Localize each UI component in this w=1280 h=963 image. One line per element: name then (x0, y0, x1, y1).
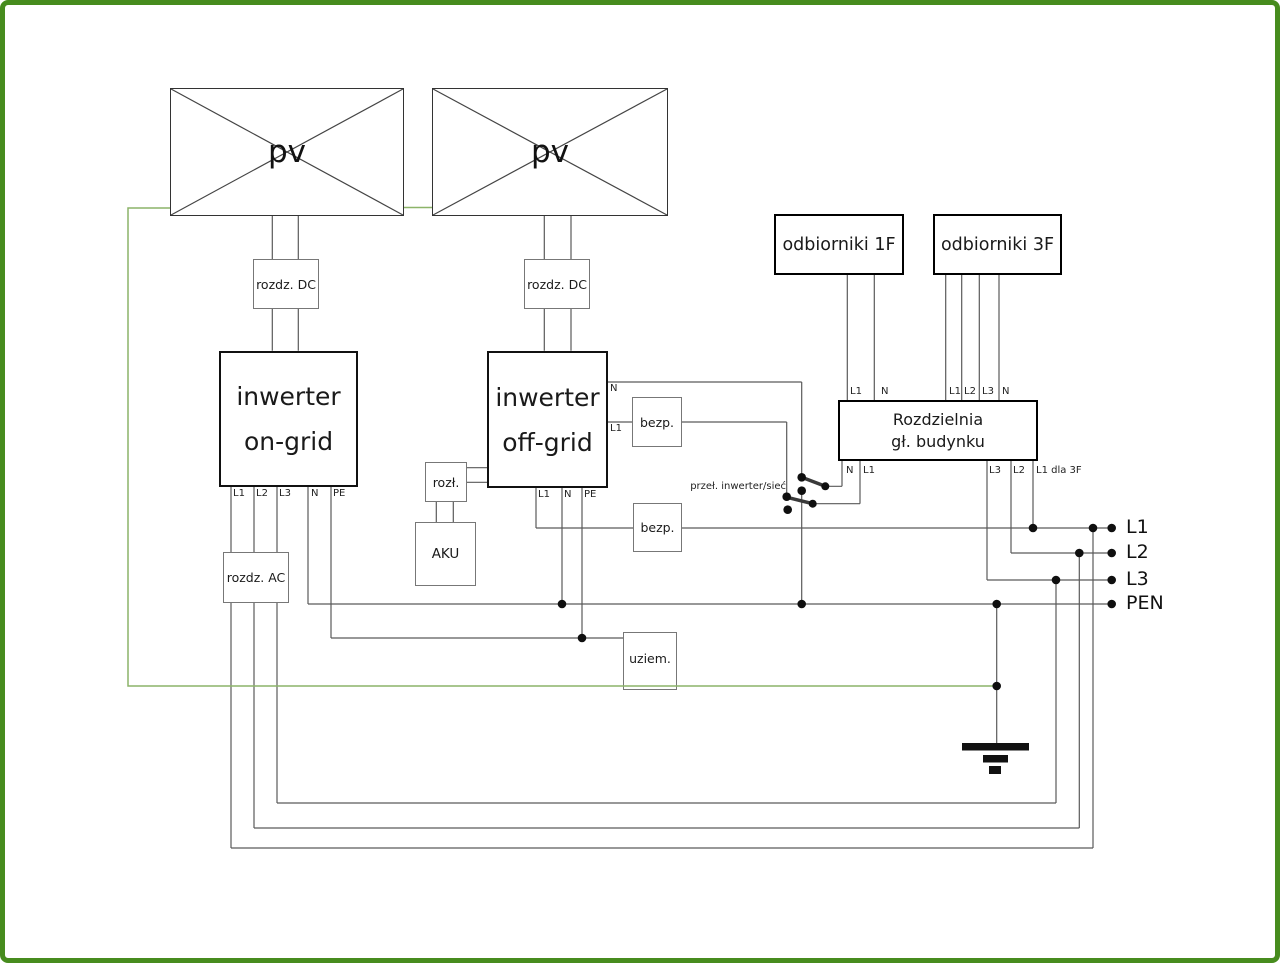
ongrid-ac-wires (230, 487, 332, 848)
aku-battery-box: AKU (415, 522, 476, 586)
pv-panel-1: pv (170, 88, 404, 216)
rozl-label: rozł. (432, 474, 460, 490)
pv-panel-2: pv (432, 88, 668, 216)
rozdzielnia-terminal-n: N (846, 465, 854, 476)
offgrid-right-terminal-l1: L1 (610, 423, 622, 434)
odb3f-terminal-l2: L2 (964, 386, 976, 397)
inverter-offgrid-label-2: off-grid (502, 427, 593, 457)
odbiorniki-1f-label: odbiorniki 1F (782, 234, 896, 255)
odbiorniki-1f-box: odbiorniki 1F (774, 214, 904, 275)
loop-wires (231, 528, 1094, 849)
rozdz-ac-label: rozdz. AC (226, 570, 286, 585)
ground-wire-junction-dot (992, 681, 1001, 691)
rozdzielnia-label-2: gł. budynku (891, 431, 985, 451)
inverter-ongrid-label-2: on-grid (243, 427, 334, 456)
rozdzielnia-terminal-l1-3f: L1 dla 3F (1036, 465, 1082, 476)
rozdzielnia-terminal-l2: L2 (1013, 465, 1025, 476)
odb1f-terminal-n: N (881, 386, 889, 397)
rozl-box: rozł. (425, 462, 467, 502)
rozdzielnia-terminal-l1: L1 (863, 465, 875, 476)
ongrid-terminal-l2: L2 (256, 488, 268, 499)
rail-label-l3: L3 (1126, 568, 1149, 590)
ongrid-terminal-l1: L1 (233, 488, 245, 499)
offgrid-terminal-l1: L1 (538, 489, 550, 500)
odbiorniki-3f-box: odbiorniki 3F (933, 214, 1062, 275)
uziem-label: uziem. (629, 651, 671, 666)
inverter-offgrid-label-1: inwerter (495, 382, 600, 412)
pv-panel-1-label: pv (267, 134, 307, 170)
rozdz-dc-2-label: rozdz. DC (527, 276, 587, 292)
bezp-2-box: bezp. (633, 503, 682, 552)
inverter-offgrid-box: inwerter off-grid (487, 351, 608, 488)
junction-dots (557, 473, 1116, 643)
odb1f-terminal-l1: L1 (850, 386, 862, 397)
rozdz-dc-1-label: rozdz. DC (256, 276, 316, 292)
rozdz-dc-2-box: rozdz. DC (524, 259, 590, 309)
rozdz-dc-1-box: rozdz. DC (253, 259, 319, 309)
wiring-layer (230, 215, 1116, 849)
inverter-ongrid-label-1: inwerter (236, 382, 341, 411)
uziem-box: uziem. (623, 632, 677, 690)
rozdzielnia-wires (846, 275, 1112, 581)
rozdzielnia-box: Rozdzielnia gł. budynku (838, 400, 1038, 461)
odb3f-terminal-l1: L1 (949, 386, 961, 397)
odb3f-terminal-n: N (1002, 386, 1010, 397)
pv-cross-icon (171, 89, 403, 215)
rail-label-l1: L1 (1126, 516, 1149, 538)
pv-panel-2-label: pv (530, 134, 570, 170)
rozdzielnia-label-1: Rozdzielnia (892, 409, 984, 429)
inverter-ongrid-box: inwerter on-grid (219, 351, 358, 487)
odbiorniki-3f-label: odbiorniki 3F (940, 234, 1055, 255)
pv-cross-icon (433, 89, 667, 215)
transfer-switch-label: przeł. inwerter/sieć (690, 481, 786, 492)
earthing-wire (331, 604, 998, 743)
ground-symbol (962, 743, 1029, 774)
odb3f-terminal-l3: L3 (982, 386, 994, 397)
pv-ground-wire (127, 206, 997, 687)
bezp-2-label: bezp. (640, 520, 675, 535)
aku-label: AKU (431, 546, 460, 562)
offgrid-terminal-n: N (564, 489, 572, 500)
ongrid-terminal-l3: L3 (279, 488, 291, 499)
offgrid-terminal-pe: PE (584, 489, 597, 500)
rail-label-pen: PEN (1126, 592, 1164, 614)
offgrid-right-terminal-n: N (610, 383, 618, 394)
bezp-1-box: bezp. (632, 397, 682, 447)
rail-label-l2: L2 (1126, 541, 1149, 563)
rozdz-ac-box: rozdz. AC (223, 552, 289, 603)
transfer-switch (785, 461, 861, 604)
pv-ground-wire-layer (127, 206, 1001, 691)
ongrid-terminal-n: N (311, 488, 319, 499)
bezp-1-label: bezp. (639, 414, 675, 430)
ongrid-terminal-pe: PE (333, 488, 346, 499)
rozdzielnia-terminal-l3: L3 (989, 465, 1001, 476)
